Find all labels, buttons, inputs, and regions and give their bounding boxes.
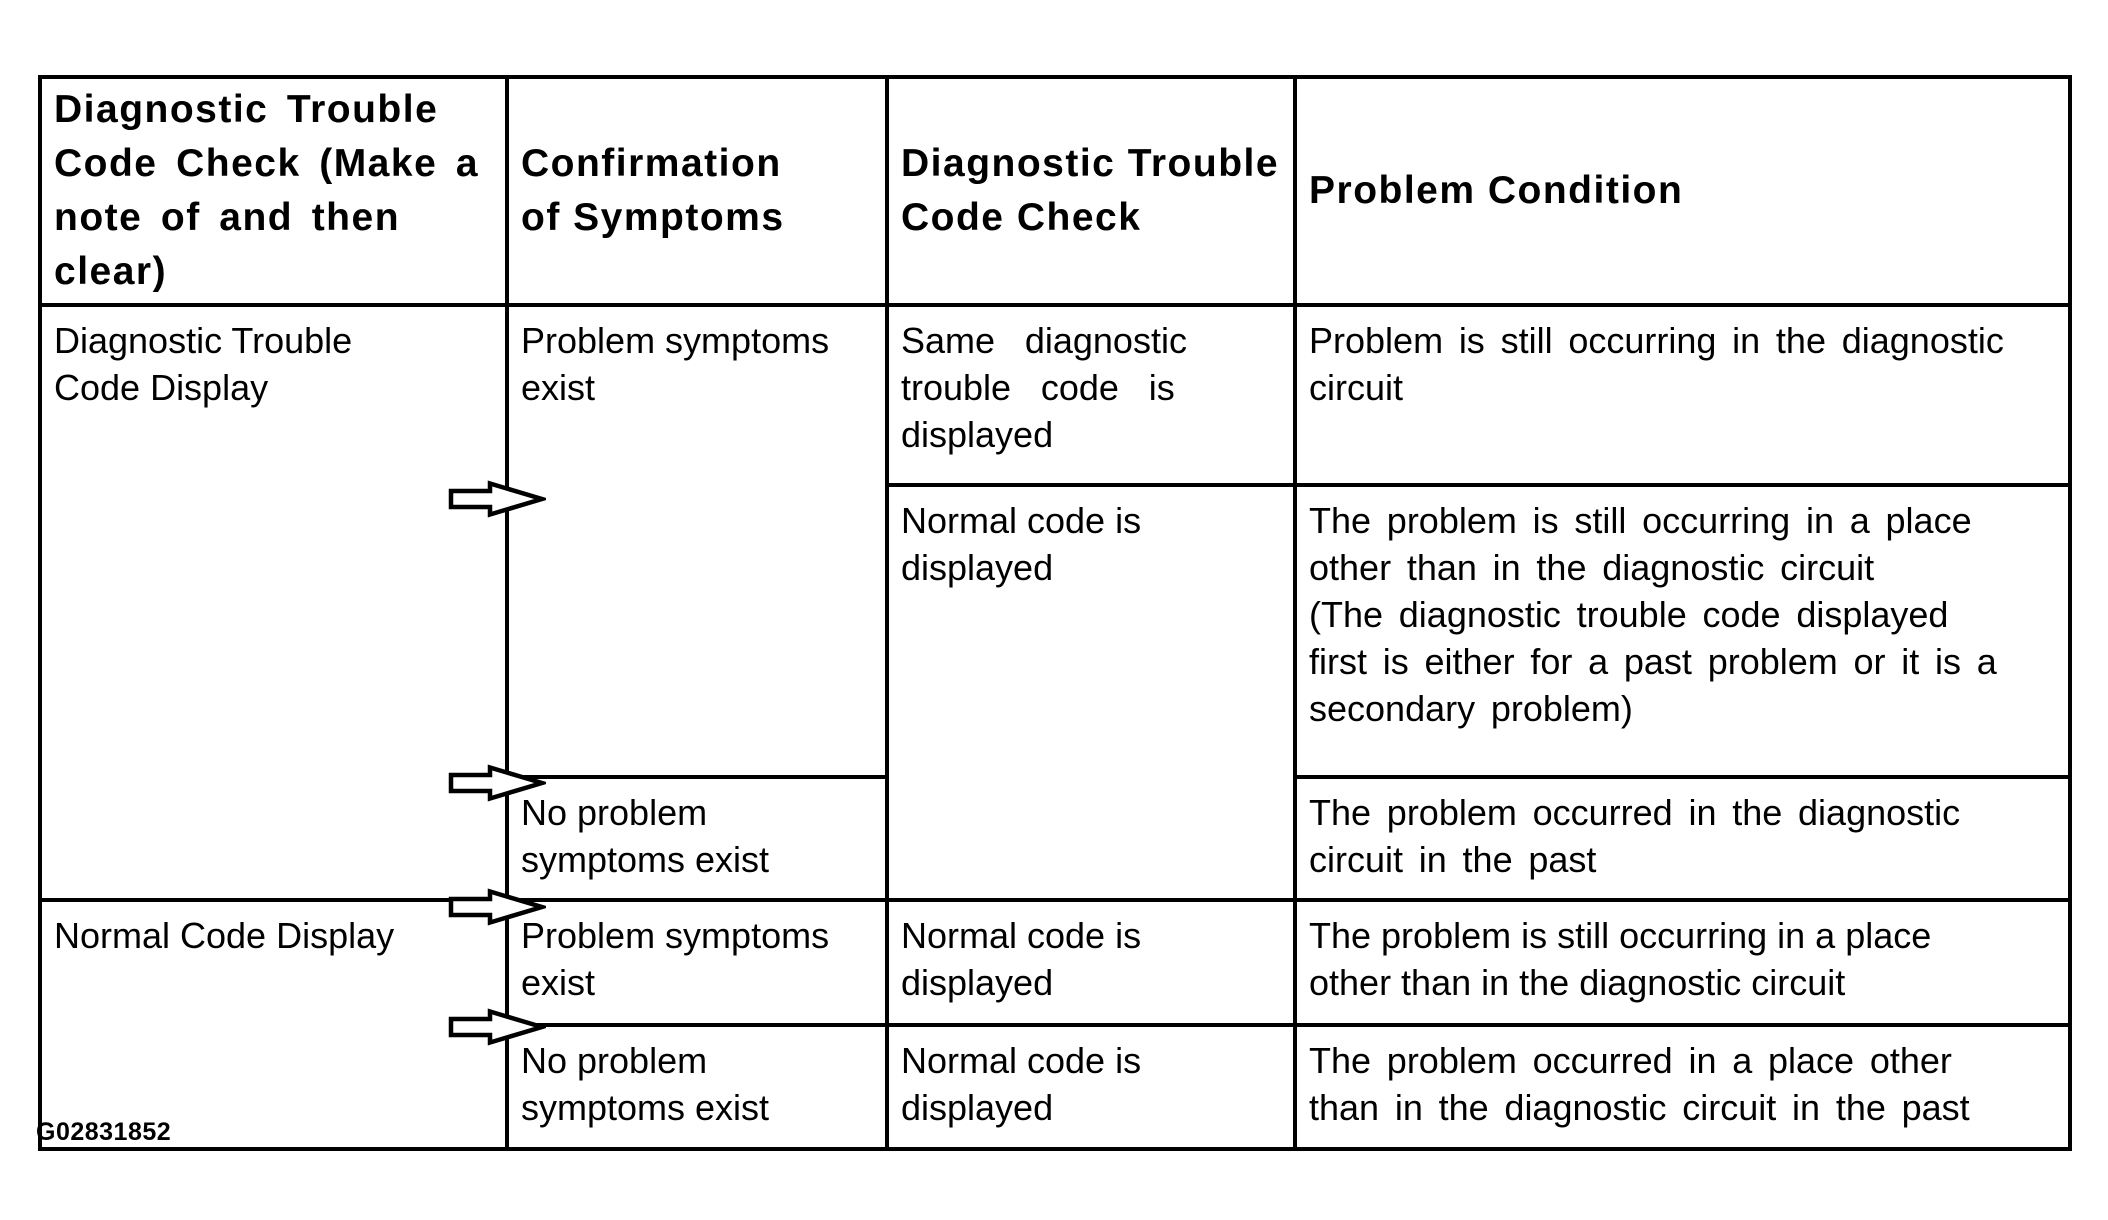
- cell-problem-symptoms-exist: Problem symptoms exist: [505, 303, 889, 779]
- table-row: No problem symptoms exist The problem oc…: [40, 775, 2072, 902]
- cell-normal-code-display-label: Normal Code Display: [38, 898, 509, 1151]
- header-problem-condition: Problem Condition: [1293, 75, 2072, 307]
- diagnostic-table: Diagnostic Trouble Code Check (Make a no…: [38, 75, 2072, 1151]
- table-row: Diagnostic Trouble Code Display Problem …: [38, 303, 2072, 902]
- figure-code-label: G02831852: [36, 1118, 172, 1146]
- cell-no-problem-symptoms: No problem symptoms exist: [505, 1023, 889, 1151]
- cell-problem-elsewhere-past: The problem occurred in a place other th…: [1293, 1023, 2072, 1151]
- table-header-row: Diagnostic Trouble Code Check (Make a no…: [38, 75, 2072, 307]
- cell-problem-symptoms-exist: Problem symptoms exist: [505, 898, 889, 1027]
- cell-problem-still-in-circuit: Problem is still occurring in the diagno…: [1293, 303, 2072, 487]
- cell-problem-elsewhere-secondary: The problem is still occurring in a plac…: [1293, 483, 2072, 779]
- header-confirmation-of-symptoms: Confirmation of Symptoms: [505, 75, 889, 307]
- header-dtc-check-clear: Diagnostic Trouble Code Check (Make a no…: [38, 75, 509, 307]
- header-dtc-check: Diagnostic Trouble Code Check: [885, 75, 1297, 307]
- table-row: Normal code is displayed The problem is …: [40, 483, 2072, 902]
- cell-normal-code-displayed: Normal code is displayed: [885, 898, 1297, 1027]
- cell-dtc-display-label: Diagnostic Trouble Code Display: [38, 303, 509, 902]
- cell-no-problem-symptoms: No problem symptoms exist: [505, 775, 889, 902]
- cell-problem-in-circuit-past: The problem occurred in the diagnostic c…: [1293, 775, 2072, 902]
- cell-same-code-displayed: Same diagnostic trouble code is displaye…: [885, 303, 1297, 487]
- cell-problem-still-elsewhere: The problem is still occurring in a plac…: [1293, 898, 2072, 1027]
- right-arrow-icon: [448, 764, 546, 802]
- table-row: No problem symptoms exist Normal code is…: [40, 1023, 2072, 1151]
- cell-normal-code-displayed: Normal code is displayed: [885, 483, 1297, 902]
- right-arrow-icon: [448, 888, 546, 926]
- right-arrow-icon: [448, 1008, 546, 1046]
- table-row: Normal Code Display Problem symptoms exi…: [38, 898, 2072, 1151]
- right-arrow-icon: [448, 480, 546, 518]
- cell-normal-code-displayed: Normal code is displayed: [885, 1023, 1297, 1151]
